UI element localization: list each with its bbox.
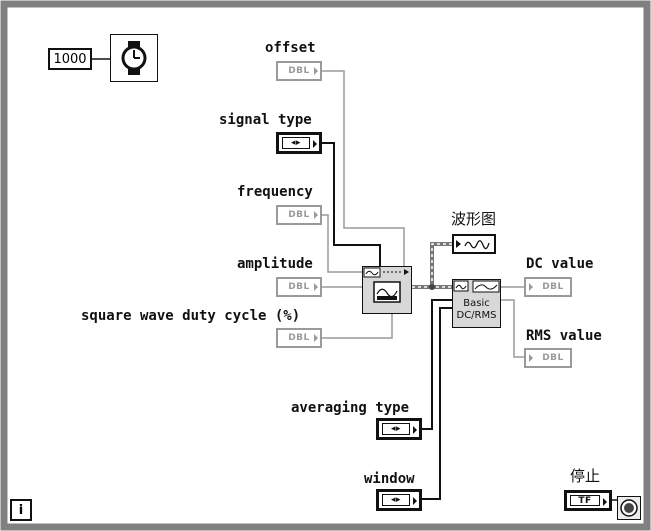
wait-ms-timer[interactable] <box>110 34 158 82</box>
averaging-type-control[interactable]: ◂▸ <box>376 418 422 440</box>
averaging-type-label: averaging type <box>291 400 410 416</box>
dc-value-indicator[interactable]: DBL <box>524 277 572 297</box>
dbl-type-text: DBL <box>542 282 564 292</box>
dc-rms-line1: Basic <box>463 298 490 309</box>
stop-control[interactable]: TF <box>564 490 612 511</box>
enum-arrows-icon: ◂▸ <box>282 137 310 149</box>
dbl-type-text: DBL <box>542 353 564 363</box>
rms-value-indicator[interactable]: DBL <box>524 348 572 368</box>
simulate-signal-icon <box>363 267 409 303</box>
waveform-graph-label: 波形图 <box>451 210 497 228</box>
rms-value-label: RMS value <box>526 328 602 344</box>
stop-circle-icon <box>620 499 638 517</box>
dbl-type-text: DBL <box>288 333 310 343</box>
waveform-icon <box>456 240 490 250</box>
offset-control[interactable]: DBL <box>276 61 322 81</box>
wire-rms-value <box>501 299 524 358</box>
duty-cycle-label: square wave duty cycle (%) <box>81 308 301 324</box>
duty-cycle-control[interactable]: DBL <box>276 328 322 348</box>
signal-type-label: signal type <box>219 112 312 128</box>
wait-ms-constant[interactable]: 1000 <box>48 48 92 70</box>
stopwatch-icon <box>121 41 147 75</box>
enum-arrows-icon: ◂▸ <box>382 423 410 435</box>
amplitude-control[interactable]: DBL <box>276 277 322 297</box>
wire-signal-type <box>322 142 381 270</box>
wire-junction <box>429 284 435 290</box>
dc-value-label: DC value <box>526 256 594 272</box>
amplitude-label: amplitude <box>237 256 313 272</box>
enum-arrows-icon: ◂▸ <box>382 494 410 506</box>
waveform-graph-indicator[interactable] <box>452 234 496 254</box>
loop-condition-terminal[interactable] <box>617 496 641 520</box>
window-control[interactable]: ◂▸ <box>376 489 422 511</box>
frequency-label: frequency <box>237 184 313 200</box>
bool-type-text: TF <box>570 495 600 506</box>
dbl-type-text: DBL <box>288 282 310 292</box>
stop-label: 停止 <box>570 467 601 485</box>
frequency-control[interactable]: DBL <box>276 205 322 225</box>
wire-window <box>422 307 452 500</box>
wire-offset <box>322 70 405 270</box>
window-label: window <box>364 471 415 487</box>
basic-dc-rms-vi[interactable]: Basic DC/RMS <box>452 279 501 328</box>
dc-rms-header-icon <box>453 280 500 293</box>
iteration-terminal[interactable]: i <box>10 499 32 521</box>
dbl-type-text: DBL <box>288 210 310 220</box>
wire-averaging-type <box>422 299 452 430</box>
offset-label: offset <box>265 40 316 56</box>
simulate-signal-vi[interactable] <box>362 266 412 314</box>
wire-duty-cycle <box>322 314 393 339</box>
wire-frequency <box>322 214 362 273</box>
signal-type-control[interactable]: ◂▸ <box>276 132 322 154</box>
dc-rms-line2: DC/RMS <box>456 310 497 321</box>
dbl-type-text: DBL <box>288 66 310 76</box>
